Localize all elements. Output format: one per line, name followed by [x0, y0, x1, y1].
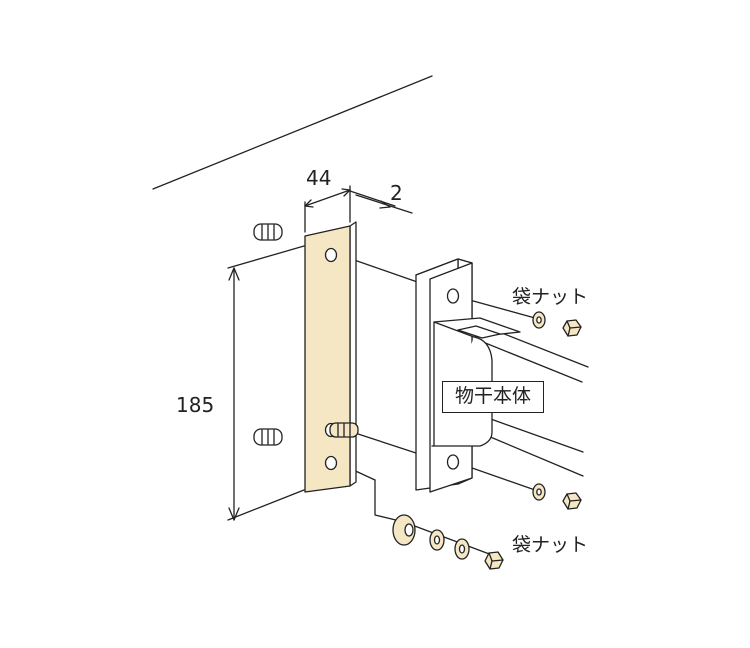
cap-nut-bottom-label: 袋ナット — [512, 534, 589, 556]
plate-stud — [329, 422, 359, 438]
anchor-bolt-bottom — [253, 428, 283, 446]
width-dimension — [304, 185, 351, 233]
thickness-dimension — [349, 190, 413, 214]
width-dimension-label: 44 — [306, 166, 332, 190]
cap-nut-right-assembly — [532, 483, 582, 510]
spacer-plate — [304, 221, 357, 493]
anchor-bolt-top — [253, 223, 283, 241]
cap-nut-top-label: 袋ナット — [512, 286, 589, 308]
main-body-label: 物干本体 — [442, 381, 544, 413]
height-dimension — [227, 245, 305, 521]
thickness-dimension-label: 2 — [390, 181, 403, 205]
main-body-bracket — [415, 258, 521, 493]
wall-edge-line — [152, 75, 433, 190]
height-dimension-label: 185 — [176, 393, 215, 417]
cap-nut-bottom-assembly — [392, 514, 504, 570]
cap-nut-top-assembly — [532, 311, 582, 337]
